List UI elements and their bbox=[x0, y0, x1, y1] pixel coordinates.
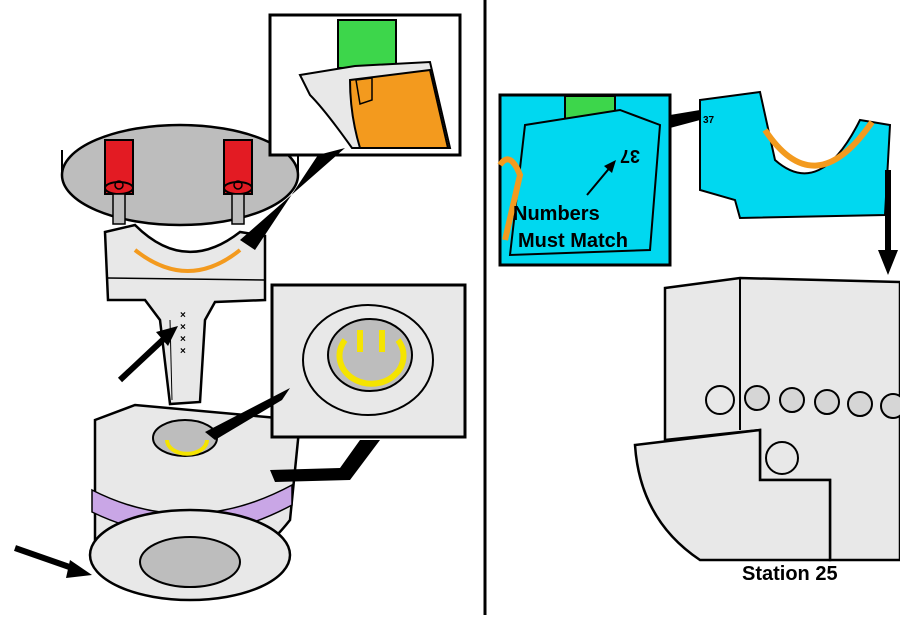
numbers-must-match-line1: Numbers bbox=[513, 203, 600, 225]
red-bolt-right bbox=[223, 139, 253, 225]
rod-mark: × bbox=[180, 322, 186, 333]
rod-mark: × bbox=[180, 334, 186, 345]
numbers-must-match-line2: Must Match bbox=[518, 230, 628, 252]
nut bbox=[744, 385, 770, 411]
rod-marks: × × × × bbox=[180, 310, 186, 357]
rod-number: 37 bbox=[620, 146, 640, 166]
nut bbox=[814, 389, 840, 415]
nut bbox=[779, 387, 805, 413]
rod-mark: × bbox=[180, 346, 186, 357]
callout-pointer bbox=[240, 148, 345, 250]
inset-numbers-must-match: 37 Numbers Must Match bbox=[497, 93, 672, 267]
piston bbox=[88, 403, 302, 602]
nut bbox=[847, 391, 873, 417]
main-bearing-cap: 37 bbox=[699, 90, 892, 220]
arrow-to-rod-marks bbox=[117, 326, 178, 383]
callout-pointer bbox=[270, 440, 380, 482]
block-bore-ellipse bbox=[60, 123, 300, 227]
inset-piston-clip bbox=[270, 283, 467, 439]
connecting-rod bbox=[103, 223, 267, 406]
cap-number: 37 bbox=[703, 115, 715, 126]
inset-bearing-tang bbox=[268, 13, 462, 157]
rod-mark: × bbox=[180, 310, 186, 321]
callout-pointer bbox=[205, 388, 290, 440]
arrow-down bbox=[878, 170, 898, 275]
nut bbox=[880, 393, 900, 419]
arrow-to-piston-mark bbox=[14, 545, 92, 578]
red-bolt-left bbox=[104, 139, 134, 225]
station-label: Station 25 bbox=[742, 563, 838, 585]
fixture-nut-row bbox=[744, 385, 900, 419]
station-fixture bbox=[633, 276, 900, 562]
number-pointer bbox=[586, 164, 613, 196]
callout-pointer bbox=[670, 110, 700, 128]
